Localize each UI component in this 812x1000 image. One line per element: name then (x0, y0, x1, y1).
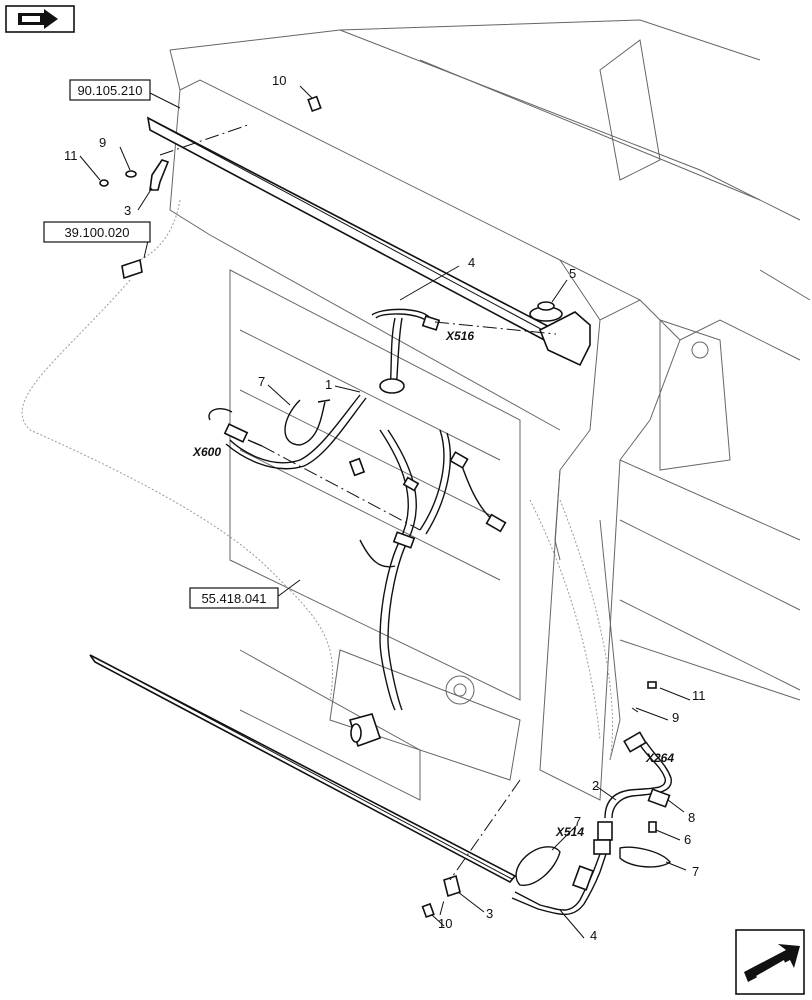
leader-lines (79, 85, 691, 939)
nut-top[interactable] (99, 179, 109, 187)
screw-bottom[interactable] (421, 902, 435, 919)
callout-7: 7 (574, 814, 581, 829)
machine-frame (169, 19, 811, 801)
callout-5: 5 (569, 266, 576, 281)
ref-label: 55.418.041 (201, 591, 266, 606)
upper-harness[interactable] (208, 308, 441, 470)
callout-4: 4 (590, 928, 597, 943)
callout-7: 7 (692, 864, 699, 879)
cable-tie-upper[interactable] (284, 399, 331, 446)
connector-x264-label: X264 (645, 751, 674, 765)
callout-4: 4 (468, 255, 475, 270)
callout-2: 2 (592, 778, 599, 793)
connector-x600-label: X600 (192, 445, 221, 459)
callout-6: 6 (684, 832, 691, 847)
clip-bottom[interactable] (443, 874, 461, 898)
grommet[interactable] (529, 301, 563, 322)
screw-mid-right[interactable] (648, 821, 657, 833)
ref-label: 90.105.210 (77, 83, 142, 98)
nut-right[interactable] (647, 681, 657, 689)
cable-tie-lower-mid[interactable] (515, 846, 561, 886)
clip-39-mount[interactable] (121, 258, 143, 280)
clip-top[interactable] (149, 159, 170, 191)
ref-box-39-100-020[interactable]: 39.100.020 (43, 221, 151, 243)
lower-harness[interactable] (511, 731, 672, 916)
previous-page-arrow-icon[interactable] (5, 5, 75, 33)
ref-box-90-105-210[interactable]: 90.105.210 (69, 79, 151, 101)
next-page-arrow-icon[interactable] (735, 929, 805, 995)
callout-8: 8 (688, 810, 695, 825)
washer-right[interactable] (631, 707, 639, 713)
cable-tie-lower-right[interactable] (619, 846, 671, 868)
callout-7: 7 (258, 374, 265, 389)
assembly-lines (159, 124, 557, 916)
washer-top[interactable] (125, 170, 137, 178)
strip-end-bracket[interactable] (538, 311, 591, 367)
callout-1: 1 (325, 377, 332, 392)
callout-9: 9 (99, 135, 106, 150)
reference-cable-routes (21, 199, 614, 761)
central-harness-bundle[interactable] (348, 429, 507, 748)
callout-10: 10 (438, 916, 452, 931)
ref-box-55-418-041[interactable]: 55.418.041 (189, 587, 279, 609)
screw-top[interactable] (307, 95, 322, 113)
callout-11: 11 (64, 148, 78, 163)
connector-x516-label: X516 (445, 329, 474, 343)
callout-10: 10 (272, 73, 286, 88)
ref-label: 39.100.020 (64, 225, 129, 240)
connector-x514-label: X514 (555, 825, 584, 839)
callout-3: 3 (486, 906, 493, 921)
callout-3: 3 (124, 203, 131, 218)
lower-seal-strip[interactable] (89, 654, 517, 884)
callout-11: 11 (692, 688, 706, 703)
callout-9: 9 (672, 710, 679, 725)
